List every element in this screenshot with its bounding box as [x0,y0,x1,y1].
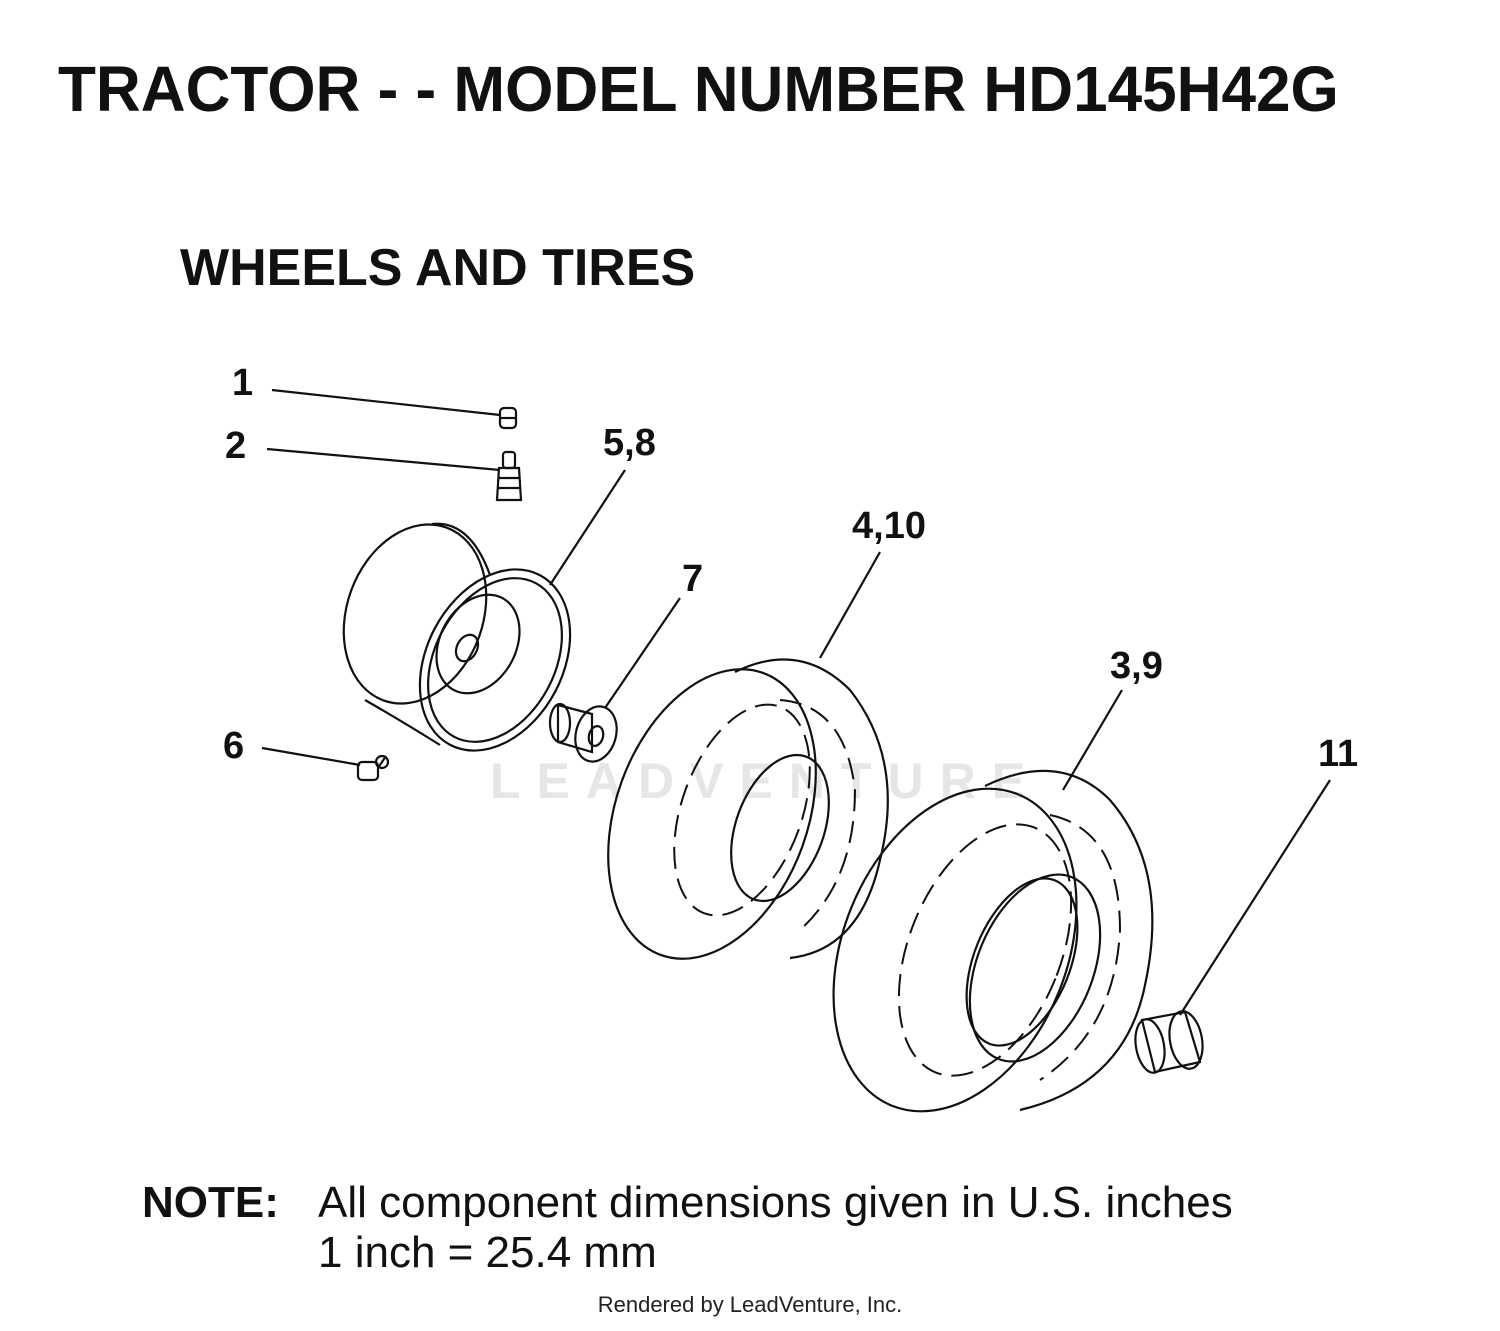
watermark: LEADVENTURE [490,753,1042,809]
part-4-10-front-tire [607,658,889,960]
dimension-note: NOTE: All component dimensions given in U… [142,1178,1233,1278]
leader-5-8 [549,469,626,586]
callout-11: 11 [1318,733,1359,775]
part-6-fitting [356,754,390,782]
part-11-cap [1134,1010,1204,1074]
leader-4-10 [819,551,881,659]
leader-3-9 [1062,689,1123,791]
callout-6: 6 [223,725,245,767]
part-5-8-rim [342,522,572,752]
page-title: TRACTOR - - MODEL NUMBER HD145H42G [58,53,1339,125]
footer-credit: Rendered by LeadVenture, Inc. [597,1292,903,1317]
leader-7 [604,597,681,709]
part-3-9-rear-tire [832,769,1154,1113]
leader-11 [1179,779,1331,1016]
note-label: NOTE: [142,1178,279,1227]
callout-7: 7 [682,558,704,600]
callout-2: 2 [225,425,247,467]
leader-6 [261,746,361,767]
note-line-2: 1 inch = 25.4 mm [318,1228,657,1277]
callout-3-9: 3,9 [1110,645,1163,687]
leader-2 [266,447,501,472]
section-title: WHEELS AND TIRES [180,239,696,297]
callout-1: 1 [232,362,254,404]
part-2-valve-stem [495,450,523,502]
part-1-valve-cap [498,406,518,430]
note-line-1: All component dimensions given in U.S. i… [318,1178,1233,1227]
part-7-bushing [548,702,618,763]
leader-lines [261,388,1331,1016]
callout-4-10: 4,10 [852,505,926,547]
leader-1 [271,388,501,417]
callout-5-8: 5,8 [603,422,656,464]
